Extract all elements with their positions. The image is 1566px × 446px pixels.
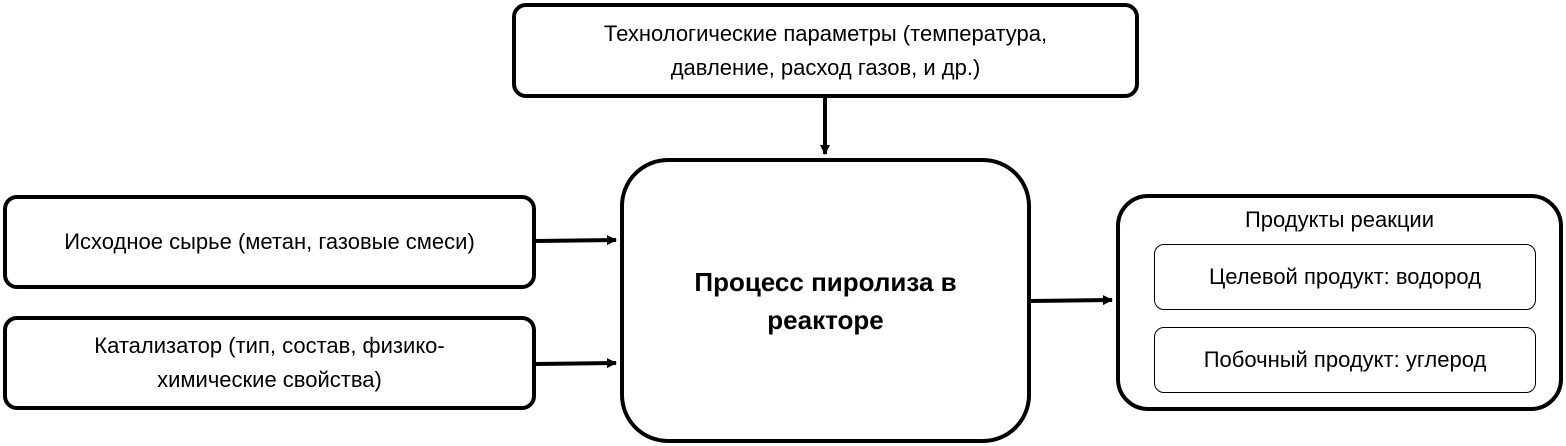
- process-line-2: реакторе: [767, 304, 884, 335]
- catalyst-line-1: Катализатор (тип, состав, физико-: [94, 333, 445, 358]
- raw-material-box: Исходное сырье (метан, газовые смеси): [3, 195, 536, 289]
- catalyst-line-2: химические свойства): [157, 367, 382, 392]
- catalyst-box: Катализатор (тип, состав, физико- химиче…: [3, 316, 536, 410]
- arrow-process-to-products: [1030, 295, 1113, 306]
- params-line-1: Технологические параметры (температура,: [603, 20, 1048, 46]
- target-product-text: Целевой продукт: водород: [1209, 264, 1481, 289]
- products-title: Продукты реакции: [1244, 207, 1435, 232]
- raw-material-text: Исходное сырье (метан, газовые смеси): [64, 229, 475, 254]
- technological-parameters-box: Технологические параметры (температура, …: [512, 3, 1139, 98]
- params-line-2: давление, расход газов, и др.): [670, 54, 981, 80]
- reaction-products-box: Продукты реакции Целевой продукт: водоро…: [1116, 194, 1563, 411]
- byproduct-box: Побочный продукт: углерод: [1154, 327, 1536, 393]
- arrow-catalyst-to-process: [535, 358, 617, 369]
- arrow-feed-to-process: [535, 235, 617, 246]
- pyrolysis-process-box: Процесс пиролиза в реакторе: [620, 158, 1031, 443]
- target-product-box: Целевой продукт: водород: [1154, 244, 1536, 310]
- process-line-1: Процесс пиролиза в: [694, 266, 957, 297]
- byproduct-text: Побочный продукт: углерод: [1203, 347, 1487, 372]
